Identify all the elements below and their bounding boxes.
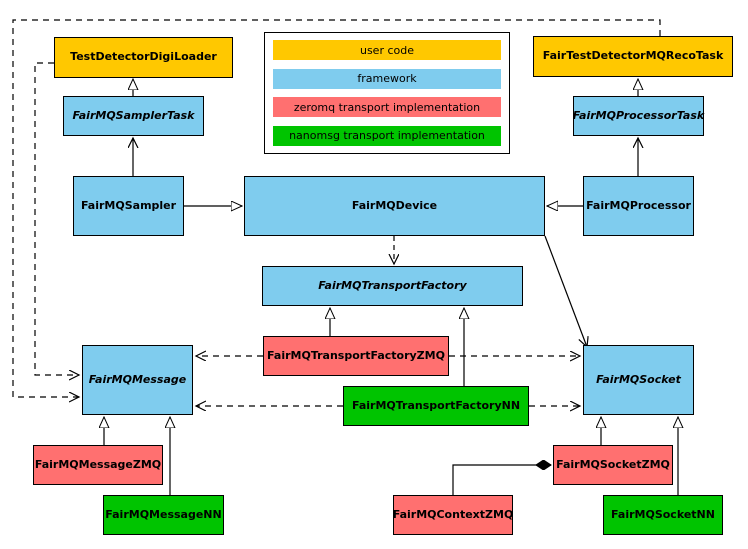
class-node-fair-mq-socket-nn[interactable]: FairMQSocketNN: [603, 495, 723, 535]
edge-device-socket: [544, 235, 587, 347]
class-node-fair-mq-message-nn[interactable]: FairMQMessageNN: [103, 495, 224, 535]
class-node-fair-mq-sampler[interactable]: FairMQSampler: [73, 176, 184, 236]
class-node-fair-mq-socket-zmq[interactable]: FairMQSocketZMQ: [553, 445, 673, 485]
class-node-fair-mq-context-zmq[interactable]: FairMQContextZMQ: [393, 495, 513, 535]
edge-contextzmq-socketzmq: [452, 465, 551, 495]
legend-item-user-code: user code: [273, 40, 501, 60]
class-node-fair-mq-transport-factory[interactable]: FairMQTransportFactory: [262, 266, 523, 306]
class-node-fair-mq-processor[interactable]: FairMQProcessor: [583, 176, 694, 236]
class-node-test-detector-digi-loader[interactable]: TestDetectorDigiLoader: [54, 37, 233, 78]
class-node-fair-mq-message[interactable]: FairMQMessage: [82, 345, 193, 415]
edge-recotask-message: [12, 19, 661, 397]
class-node-fair-mq-processor-task[interactable]: FairMQProcessorTask: [573, 96, 704, 136]
class-node-fair-mq-socket[interactable]: FairMQSocket: [583, 345, 694, 415]
class-node-fair-mq-device[interactable]: FairMQDevice: [244, 176, 545, 236]
class-node-fair-test-detector-mq-reco-task[interactable]: FairTestDetectorMQRecoTask: [533, 36, 733, 77]
class-node-fair-mq-message-zmq[interactable]: FairMQMessageZMQ: [33, 445, 163, 485]
legend-item-zeromq: zeromq transport implementation: [273, 97, 501, 118]
class-node-fair-mq-sampler-task[interactable]: FairMQSamplerTask: [63, 96, 204, 136]
legend: user code framework zeromq transport imp…: [264, 32, 510, 154]
legend-item-nanomsg: nanomsg transport implementation: [273, 125, 501, 146]
legend-item-framework: framework: [273, 68, 501, 89]
edge-digiloader-message: [34, 62, 79, 375]
class-node-fair-mq-transport-factory-nn[interactable]: FairMQTransportFactoryNN: [343, 386, 529, 426]
class-node-fair-mq-transport-factory-zmq[interactable]: FairMQTransportFactoryZMQ: [263, 336, 449, 376]
